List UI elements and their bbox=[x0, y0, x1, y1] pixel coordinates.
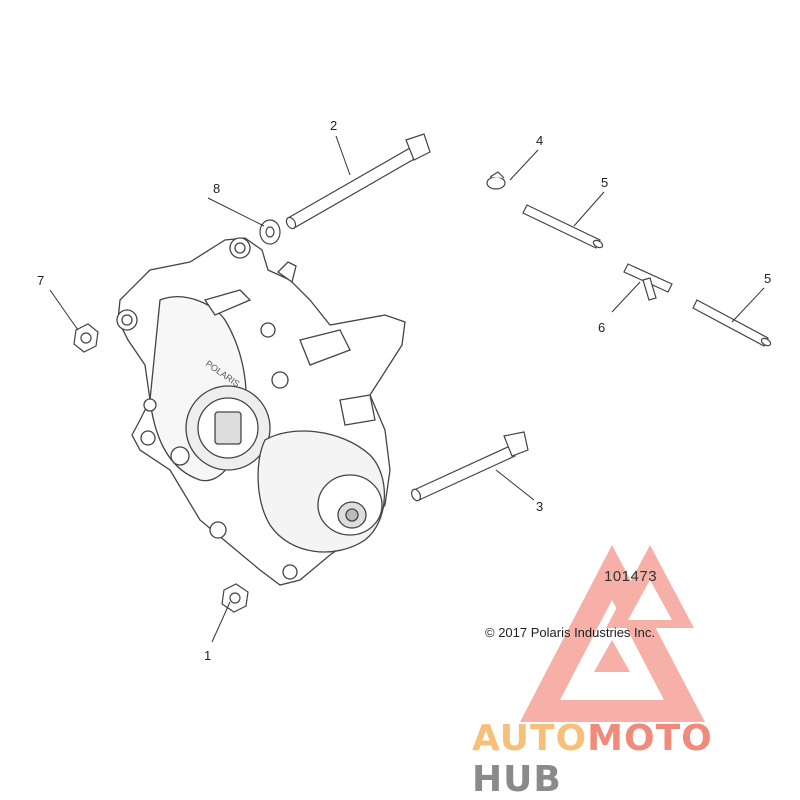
part-8-washer bbox=[259, 219, 281, 245]
callout-1: 1 bbox=[204, 648, 212, 663]
callout-3: 3 bbox=[536, 499, 544, 514]
callout-2: 2 bbox=[330, 118, 338, 133]
part-5-hose-lower bbox=[692, 299, 772, 347]
brand-auto: AUTO bbox=[472, 718, 588, 759]
brand-moto: MOTO bbox=[587, 718, 713, 759]
part-4-clamp bbox=[486, 171, 506, 190]
part-3-bolt bbox=[410, 431, 529, 502]
leader-lines bbox=[49, 135, 765, 643]
watermark-brand-text: AUTOMOTO HUB bbox=[472, 718, 800, 800]
callout-5-lower: 5 bbox=[764, 271, 772, 286]
callout-6: 6 bbox=[598, 320, 606, 335]
part-5-hose-upper bbox=[522, 204, 604, 249]
part-2-bolt bbox=[285, 133, 431, 230]
callout-5-upper: 5 bbox=[601, 175, 609, 190]
gearcase-housing bbox=[116, 237, 406, 586]
diagram-number: 101473 bbox=[604, 568, 658, 585]
watermark-triangle-logo bbox=[520, 545, 705, 722]
copyright-notice: © 2017 Polaris Industries Inc. bbox=[485, 625, 655, 640]
part-6-tee-fitting bbox=[623, 263, 673, 301]
callout-7: 7 bbox=[37, 273, 45, 288]
part-7-nut bbox=[73, 323, 99, 353]
brand-hub: HUB bbox=[472, 759, 562, 800]
callout-4: 4 bbox=[536, 133, 544, 148]
callout-8: 8 bbox=[213, 181, 221, 196]
part-1-nut bbox=[221, 583, 249, 613]
